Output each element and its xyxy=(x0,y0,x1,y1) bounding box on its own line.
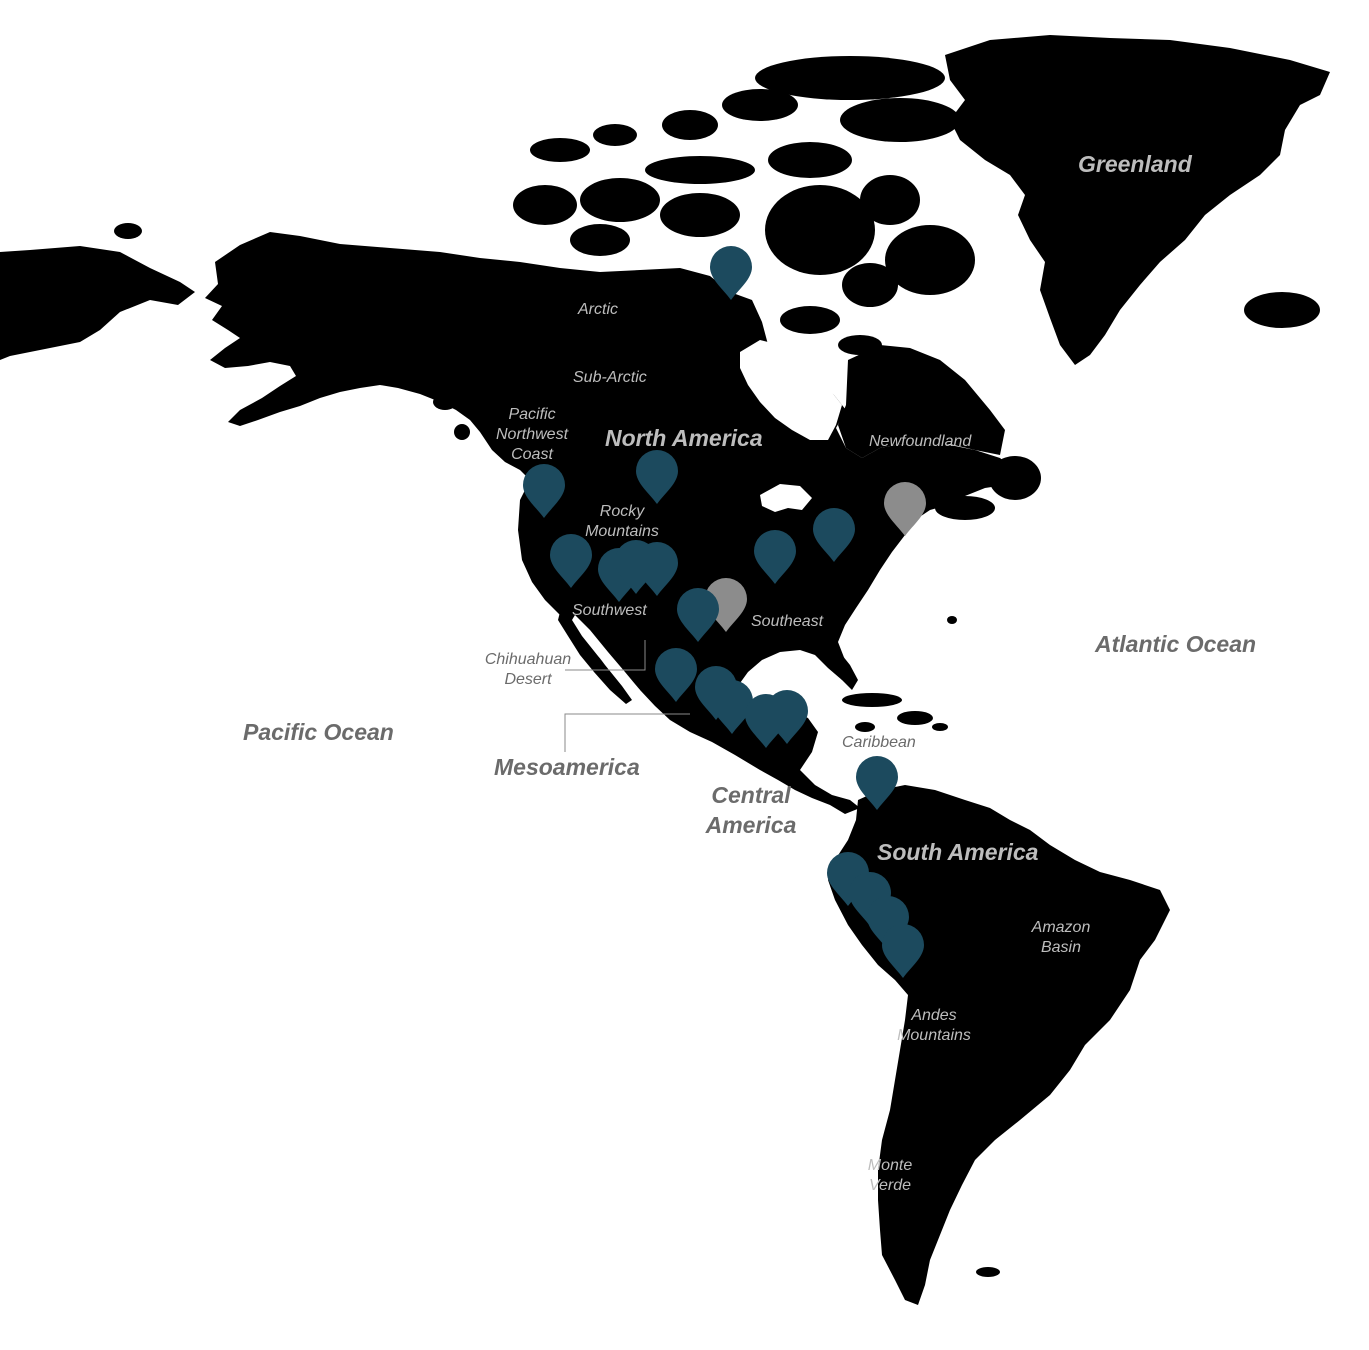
map-pin-new-england-inactive[interactable] xyxy=(884,482,926,536)
map-pin-peru-south-2[interactable] xyxy=(882,924,924,978)
label-chihuahuan-line-1: Chihuahuan xyxy=(484,651,572,668)
bahamas xyxy=(855,722,875,732)
label-amazon-basin: Amazon Basin xyxy=(1028,918,1094,958)
map-pin-southwest-3[interactable] xyxy=(635,541,679,596)
great-lakes xyxy=(760,484,812,512)
arctic-island xyxy=(662,110,718,140)
arctic-island xyxy=(660,193,740,237)
hispaniola xyxy=(897,711,933,725)
arctic-island xyxy=(780,306,840,334)
arctic-island xyxy=(530,138,590,162)
label-rocky-line-2: Mountains xyxy=(585,523,659,540)
label-pacific-northwest-coast: Pacific Northwest Coast xyxy=(493,405,571,465)
arctic-island xyxy=(722,89,798,121)
pnw-island xyxy=(319,353,347,367)
map-pin-great-plains-north[interactable] xyxy=(635,449,679,504)
label-central-line-1: Central xyxy=(711,782,791,808)
label-atlantic-ocean: Atlantic Ocean xyxy=(1095,631,1257,657)
label-southwest: Southwest xyxy=(572,602,647,619)
jamaica xyxy=(932,723,948,731)
map-pin-hudson-bay[interactable] xyxy=(710,246,752,300)
newfoundland-island xyxy=(989,456,1041,500)
label-rocky-mountains: Rocky Mountains xyxy=(582,502,662,542)
falkland-islands xyxy=(976,1267,1000,1277)
label-andes-line-1: Andes xyxy=(911,1007,957,1024)
arctic-island xyxy=(842,263,898,307)
arctic-island xyxy=(593,124,637,146)
label-rocky-line-1: Rocky xyxy=(599,503,645,520)
arctic-island xyxy=(755,56,945,100)
label-andes-line-2: Mountains xyxy=(897,1027,971,1044)
label-amazon-line-2: Basin xyxy=(1040,939,1082,956)
map-pin-mexico-central-2[interactable] xyxy=(711,680,753,734)
label-chihuahuan-line-2: Desert xyxy=(504,671,552,688)
north-america-landmass xyxy=(205,232,1015,814)
florida-peninsula xyxy=(820,640,858,690)
label-central-america: Central America xyxy=(703,780,799,840)
arctic-island xyxy=(580,178,660,222)
arctic-island xyxy=(860,175,920,225)
arctic-island xyxy=(570,224,630,256)
gulf-of-california xyxy=(572,615,640,694)
label-pnw-line-3: Coast xyxy=(511,446,553,463)
label-caribbean: Caribbean xyxy=(842,734,916,751)
label-arctic: Arctic xyxy=(578,301,618,318)
label-pnw-line-1: Pacific xyxy=(508,406,556,423)
south-america-landmass xyxy=(828,785,1170,1305)
map-pin-mexico-west[interactable] xyxy=(655,647,698,702)
baja-peninsula xyxy=(558,612,632,704)
label-monte-line-1: Monte xyxy=(867,1157,913,1174)
siberia-landmass xyxy=(0,246,195,360)
label-central-line-2: America xyxy=(705,812,797,838)
iceland xyxy=(1244,292,1320,328)
arctic-island xyxy=(765,185,875,275)
nova-scotia xyxy=(935,496,995,520)
cuba xyxy=(842,693,902,707)
label-monte-verde: Monte Verde xyxy=(864,1156,916,1196)
label-mesoamerica: Mesoamerica xyxy=(494,754,640,780)
map-pin-maya-2[interactable] xyxy=(766,690,808,744)
map-pin-ohio-valley[interactable] xyxy=(813,508,855,562)
arctic-island xyxy=(768,142,852,178)
label-southeast: Southeast xyxy=(751,613,824,630)
label-pacific-ocean: Pacific Ocean xyxy=(243,719,394,745)
bermuda xyxy=(947,616,957,624)
label-south-america: South America xyxy=(877,839,1039,865)
label-amazon-line-1: Amazon xyxy=(1031,919,1091,936)
label-monte-line-2: Verde xyxy=(868,1177,912,1194)
greenland-landmass xyxy=(945,35,1330,365)
mesoamerica-leader xyxy=(564,713,690,752)
map-pin-pacific-northwest[interactable] xyxy=(523,464,565,518)
map-pin-mississippi[interactable] xyxy=(754,530,796,584)
label-sub-arctic: Sub-Arctic xyxy=(573,369,647,386)
alaska-island xyxy=(291,386,319,400)
map-pin-colombia[interactable] xyxy=(856,756,898,810)
arctic-island xyxy=(840,98,960,142)
chihuahuan-leader xyxy=(565,640,646,671)
pnw-island xyxy=(433,394,457,410)
label-newfoundland: Newfoundland xyxy=(869,433,972,450)
label-chihuahuan-desert: Chihuahuan Desert xyxy=(484,650,572,690)
arctic-island xyxy=(645,156,755,184)
hudson-bay xyxy=(740,340,842,440)
label-pnw-line-2: Northwest xyxy=(495,426,569,443)
map-pin-texas[interactable] xyxy=(677,588,719,642)
arctic-island xyxy=(513,185,577,225)
pnw-island xyxy=(454,424,470,440)
labrador xyxy=(838,345,1005,458)
label-andes-mountains: Andes Mountains xyxy=(893,1006,975,1046)
arctic-island xyxy=(885,225,975,295)
siberia-island xyxy=(114,223,142,239)
label-greenland: Greenland xyxy=(1078,151,1192,177)
map-pin-california[interactable] xyxy=(550,534,592,588)
label-north-america: North America xyxy=(605,425,763,451)
